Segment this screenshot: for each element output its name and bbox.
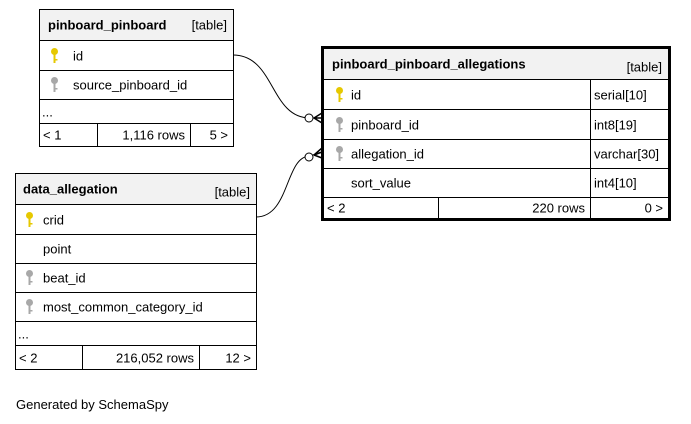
table-header: pinboard_pinboard_allegations [table] bbox=[324, 49, 668, 79]
column-row: allegation_id varchar[30] bbox=[324, 139, 668, 168]
table-kind: [table] bbox=[191, 17, 227, 33]
column-row: source_pinboard_id bbox=[40, 70, 233, 99]
nav-row: < 2 216,052 rows 12 > bbox=[16, 345, 256, 369]
column-name: pinboard_id bbox=[351, 117, 419, 132]
foreign-key-icon bbox=[26, 270, 33, 285]
nav-next[interactable]: 12 > bbox=[199, 346, 256, 369]
table-name: pinboard_pinboard bbox=[48, 17, 167, 33]
column-type: varchar[30] bbox=[590, 140, 668, 168]
column-type: int4[10] bbox=[590, 169, 668, 197]
primary-key-icon bbox=[51, 47, 58, 63]
column-name: allegation_id bbox=[351, 146, 425, 162]
column-name: id bbox=[351, 87, 362, 102]
column-name: sort_value bbox=[351, 175, 411, 191]
nav-prev[interactable]: < 2 bbox=[19, 350, 38, 365]
link-pinboard-id-circle bbox=[304, 113, 314, 123]
table-kind: [table] bbox=[214, 184, 250, 200]
more-columns: ... bbox=[42, 104, 53, 119]
column-name: crid bbox=[43, 212, 64, 227]
column-name: id bbox=[73, 48, 84, 63]
table-pinboard-pinboard-allegations: pinboard_pinboard_allegations [table] id… bbox=[321, 46, 671, 221]
table-name: data_allegation bbox=[23, 181, 118, 197]
link-allegation-id bbox=[255, 151, 323, 218]
column-name: most_common_category_id bbox=[43, 299, 203, 315]
column-name: point bbox=[43, 241, 72, 257]
nav-row: < 1 1,116 rows 5 > bbox=[40, 123, 233, 146]
column-row: beat_id bbox=[16, 263, 256, 292]
generated-by-footer: Generated by SchemaSpy bbox=[16, 397, 169, 412]
column-row: crid bbox=[16, 204, 256, 234]
table-pinboard-pinboard: pinboard_pinboard [table] id source_pinb… bbox=[39, 9, 234, 147]
primary-key-icon bbox=[336, 86, 343, 102]
column-row: sort_value int4[10] bbox=[324, 168, 668, 197]
column-type: serial[10] bbox=[590, 80, 668, 109]
more-columns-row: ... bbox=[40, 99, 233, 123]
more-columns-row: ... bbox=[16, 321, 256, 345]
link-allegation-id-crowfoot bbox=[313, 147, 323, 159]
row-count: 1,116 rows bbox=[97, 124, 190, 146]
foreign-key-icon bbox=[26, 299, 33, 314]
link-allegation-id-circle bbox=[304, 152, 314, 162]
column-row: id serial[10] bbox=[324, 79, 668, 109]
column-name: source_pinboard_id bbox=[73, 77, 188, 93]
table-kind: [table] bbox=[626, 59, 662, 75]
column-row: most_common_category_id bbox=[16, 292, 256, 321]
primary-key-icon bbox=[26, 211, 33, 227]
foreign-key-icon bbox=[336, 116, 343, 132]
link-pinboard-id bbox=[232, 54, 322, 119]
more-columns: ... bbox=[18, 326, 29, 341]
nav-next[interactable]: 5 > bbox=[190, 124, 233, 146]
foreign-key-icon bbox=[336, 146, 343, 161]
table-header: pinboard_pinboard [table] bbox=[40, 10, 233, 40]
column-row: point bbox=[16, 234, 256, 263]
foreign-key-icon bbox=[51, 77, 58, 92]
nav-prev[interactable]: < 2 bbox=[327, 200, 346, 216]
link-pinboard-id-crowfoot bbox=[313, 112, 323, 124]
table-data-allegation: data_allegation [table] crid point beat_… bbox=[15, 173, 257, 370]
column-row: pinboard_id int8[19] bbox=[324, 109, 668, 139]
column-name: beat_id bbox=[43, 270, 86, 286]
row-count: 216,052 rows bbox=[82, 346, 199, 369]
nav-next[interactable]: 0 > bbox=[590, 198, 668, 218]
row-count: 220 rows bbox=[438, 198, 590, 218]
table-name: pinboard_pinboard_allegations bbox=[332, 56, 526, 72]
nav-row: < 2 220 rows 0 > bbox=[324, 197, 668, 218]
column-type: int8[19] bbox=[590, 110, 668, 139]
nav-prev[interactable]: < 1 bbox=[43, 127, 62, 143]
column-row: id bbox=[40, 40, 233, 70]
table-header: data_allegation [table] bbox=[16, 174, 256, 204]
